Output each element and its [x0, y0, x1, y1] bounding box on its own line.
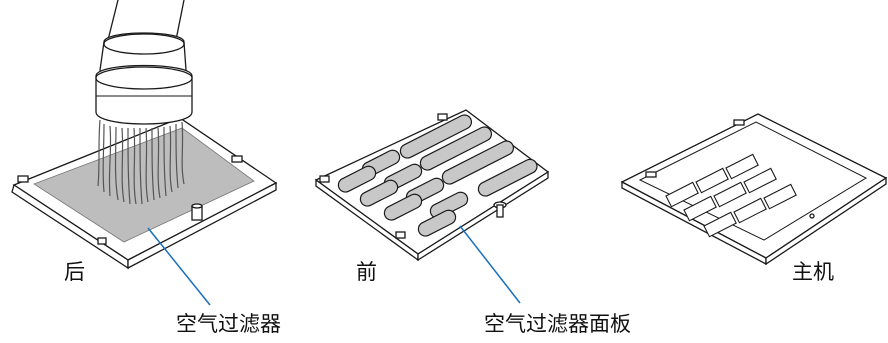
vacuum-brush	[95, 0, 193, 125]
label-front: 前	[356, 260, 377, 284]
label-filter-cover: 空气过滤器面板	[484, 312, 631, 336]
label-main-unit: 主机	[792, 260, 834, 284]
cover-slots	[337, 114, 538, 237]
air-filter-illustration	[11, 117, 278, 270]
brush-bristles	[97, 119, 185, 205]
label-back: 后	[64, 260, 85, 284]
filter-cover-callout-line	[459, 225, 521, 304]
filter-mesh	[33, 127, 255, 243]
main-unit-vents	[665, 153, 797, 238]
label-air-filter: 空气过滤器	[176, 312, 281, 336]
air-filter-callout-line	[147, 227, 211, 306]
